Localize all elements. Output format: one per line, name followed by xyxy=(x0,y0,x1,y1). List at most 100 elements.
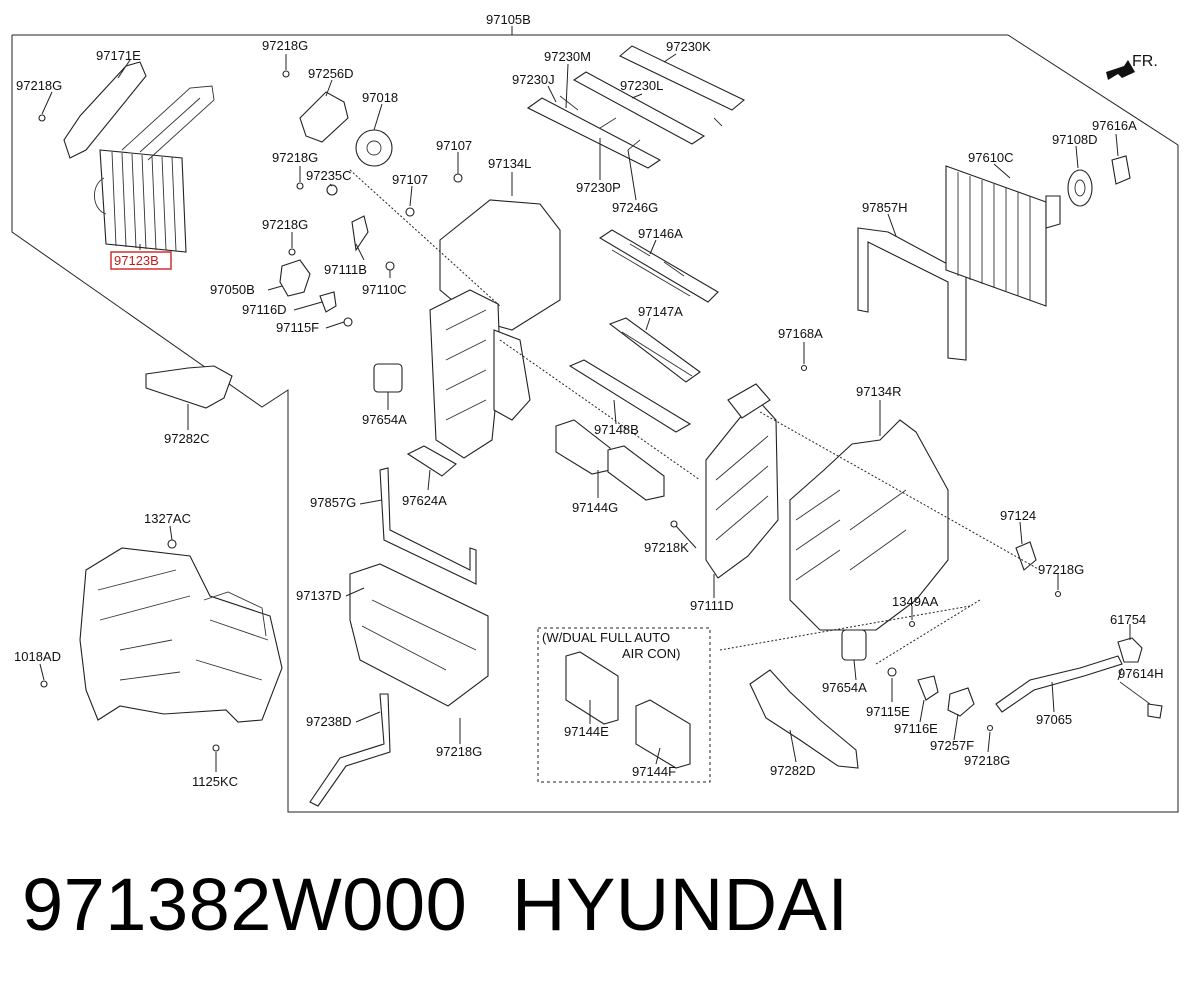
label-97065: 97065 xyxy=(1036,712,1072,727)
vent-door xyxy=(568,359,692,433)
label-97282c: 97282C xyxy=(164,431,210,446)
label-97218g: 97218G xyxy=(1038,562,1084,577)
label-97218g: 97218G xyxy=(964,753,1010,768)
label-97108d: 97108D xyxy=(1052,132,1098,147)
brand-name: HYUNDAI xyxy=(512,863,849,946)
dual-auto-option-box xyxy=(537,627,711,783)
label-1327ac: 1327AC xyxy=(144,511,191,526)
sensor-97124 xyxy=(908,541,1062,628)
label-97230j: 97230J xyxy=(512,72,555,87)
center-housing xyxy=(705,383,779,579)
label-97218g: 97218G xyxy=(436,744,482,759)
note-dual-auto-line2: AIR CON) xyxy=(622,646,681,661)
parts-diagram: 97105B FR. 97171E 97218G 97123B 97218G 9… xyxy=(11,12,1179,813)
label-97146a: 97146A xyxy=(638,226,683,241)
temp-door-upper xyxy=(598,229,719,303)
fr-label: FR. xyxy=(1132,53,1158,70)
small-fasteners xyxy=(288,173,463,271)
label-97282d: 97282D xyxy=(770,763,816,778)
label-1125kc: 1125KC xyxy=(192,774,238,789)
label-97123b-highlighted: 97123B xyxy=(114,253,159,268)
label-97134l: 97134L xyxy=(488,156,531,171)
side-cover-right xyxy=(857,227,967,361)
label-97144g: 97144G xyxy=(572,500,618,515)
air-filter-seals xyxy=(526,45,746,169)
label-97218k: 97218K xyxy=(644,540,689,555)
label-97624a: 97624A xyxy=(402,493,447,508)
mode-actuator xyxy=(282,70,349,143)
label-97857g: 97857G xyxy=(310,495,356,510)
heater-case-right xyxy=(789,419,949,631)
label-97144e: 97144E xyxy=(564,724,609,739)
label-97116e: 97116E xyxy=(894,721,938,736)
label-97018: 97018 xyxy=(362,90,398,105)
label-97148b: 97148B xyxy=(594,422,639,437)
label-97107: 97107 xyxy=(392,172,428,187)
side-cover-left xyxy=(379,467,477,585)
label-97168a: 97168A xyxy=(778,326,823,341)
rear-duct-right xyxy=(749,669,859,769)
label-97218g: 97218G xyxy=(262,217,308,232)
label-97137d: 97137D xyxy=(296,588,342,603)
leader-lines xyxy=(39,53,1131,772)
label-1349aa: 1349AA xyxy=(892,594,939,609)
label-97230l: 97230L xyxy=(620,78,663,93)
label-97857h: 97857H xyxy=(862,200,908,215)
highlight-box xyxy=(110,251,172,270)
label-97235c: 97235C xyxy=(306,168,352,183)
label-97257f: 97257F xyxy=(930,738,974,753)
label-97116d: 97116D xyxy=(242,302,287,317)
complete-hvac-assembly xyxy=(40,539,283,752)
label-97115f: 97115F xyxy=(276,320,319,335)
label-97654a: 97654A xyxy=(362,412,407,427)
label-97218g: 97218G xyxy=(16,78,62,93)
label-97246g: 97246G xyxy=(612,200,658,215)
rear-duct-left xyxy=(145,365,233,409)
label-97050b: 97050B xyxy=(210,282,255,297)
label-97115e: 97115E xyxy=(866,704,910,719)
label-97124: 97124 xyxy=(1000,508,1036,523)
label-97256d: 97256D xyxy=(308,66,354,81)
part-number-footer: 971382W000 HYUNDAI xyxy=(22,860,1182,970)
defrost-door xyxy=(555,419,665,501)
evaporator-core xyxy=(945,165,1061,307)
door-lever xyxy=(355,129,393,167)
label-97111d: 97111D xyxy=(690,598,734,613)
heater-case-left xyxy=(429,199,561,459)
seal-97654a-right xyxy=(841,629,867,661)
assembly-frame xyxy=(11,26,1179,813)
label-97230m: 97230M xyxy=(544,49,591,64)
label-97616a: 97616A xyxy=(1092,118,1137,133)
label-1018ad: 1018AD xyxy=(14,649,61,664)
label-97111b: 97111B xyxy=(324,262,367,277)
label-97654a: 97654A xyxy=(822,680,867,695)
actuator-lower-right xyxy=(887,667,994,732)
label-97147a: 97147A xyxy=(638,304,683,319)
label-97238d: 97238D xyxy=(306,714,352,729)
label-97218g: 97218G xyxy=(262,38,308,53)
front-direction-arrow xyxy=(1106,60,1135,80)
label-97230p: 97230P xyxy=(576,180,621,195)
drain-hose xyxy=(309,693,391,807)
label-97171e: 97171E xyxy=(96,48,141,63)
label-97230k: 97230K xyxy=(666,39,711,54)
label-61754: 61754 xyxy=(1110,612,1146,627)
heater-bracket xyxy=(38,61,147,159)
label-97134r: 97134R xyxy=(856,384,902,399)
seal-97654a xyxy=(373,363,403,393)
part-number: 971382W000 xyxy=(22,863,468,946)
label-97144f: 97144F xyxy=(632,764,676,779)
mode-door xyxy=(608,317,701,383)
label-97614h: 97614H xyxy=(1118,666,1164,681)
label-97218g: 97218G xyxy=(272,150,318,165)
label-97105b: 97105B xyxy=(486,12,531,27)
drain-plug xyxy=(1111,155,1131,185)
label-97110c: 97110C xyxy=(362,282,407,297)
label-97610c: 97610C xyxy=(968,150,1014,165)
expansion-valve-seal xyxy=(1067,169,1093,207)
note-dual-auto-line1: (W/DUAL FULL AUTO xyxy=(542,630,670,645)
part-labels: 97105B FR. 97171E 97218G 97123B 97218G 9… xyxy=(14,12,1164,789)
lower-case xyxy=(349,563,489,707)
coolant-hose xyxy=(995,637,1163,719)
heater-core xyxy=(94,85,215,253)
